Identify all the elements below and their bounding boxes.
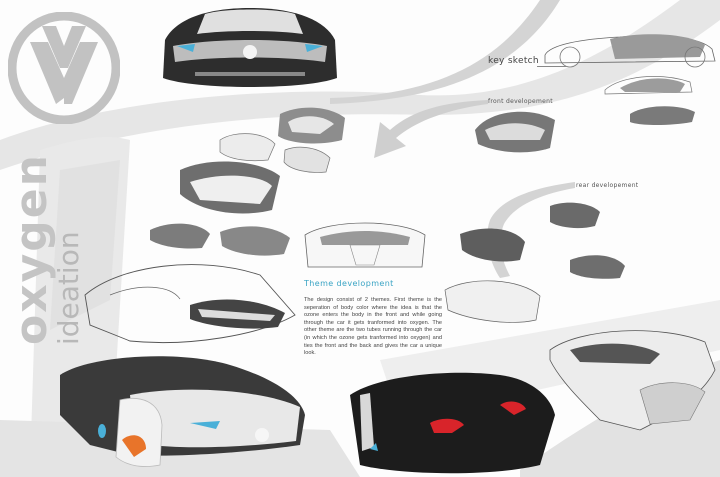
large-perspective-sketch [84,264,296,343]
front-development-arrow-icon [374,100,488,158]
rear-development-arrow-icon [487,182,575,278]
rear-development-sketches [444,202,625,323]
theme-heading: Theme development [304,279,394,288]
side-sketch-group [604,76,695,125]
label-key-sketch: key sketch [488,56,539,66]
front-hero-render [60,356,305,467]
key-sketch-underline [537,66,567,67]
key-sketch-side-view [544,34,716,68]
label-rear-development: rear developement [576,182,639,189]
rear-three-quarter-sketch [549,330,716,431]
rear-hero-render [350,372,555,474]
vertical-title: oxygen ideation [6,153,85,345]
title-oxygen: oxygen [6,153,57,345]
front-development-sketches [150,107,345,256]
front-render-car [163,8,337,87]
vw-logo-icon [8,12,120,124]
theme-description: The design consist of 2 themes. First th… [304,297,442,357]
front-three-quarter-sketch [475,111,555,153]
rear-view-sketch [304,222,426,268]
label-front-development: front developement [488,98,553,105]
